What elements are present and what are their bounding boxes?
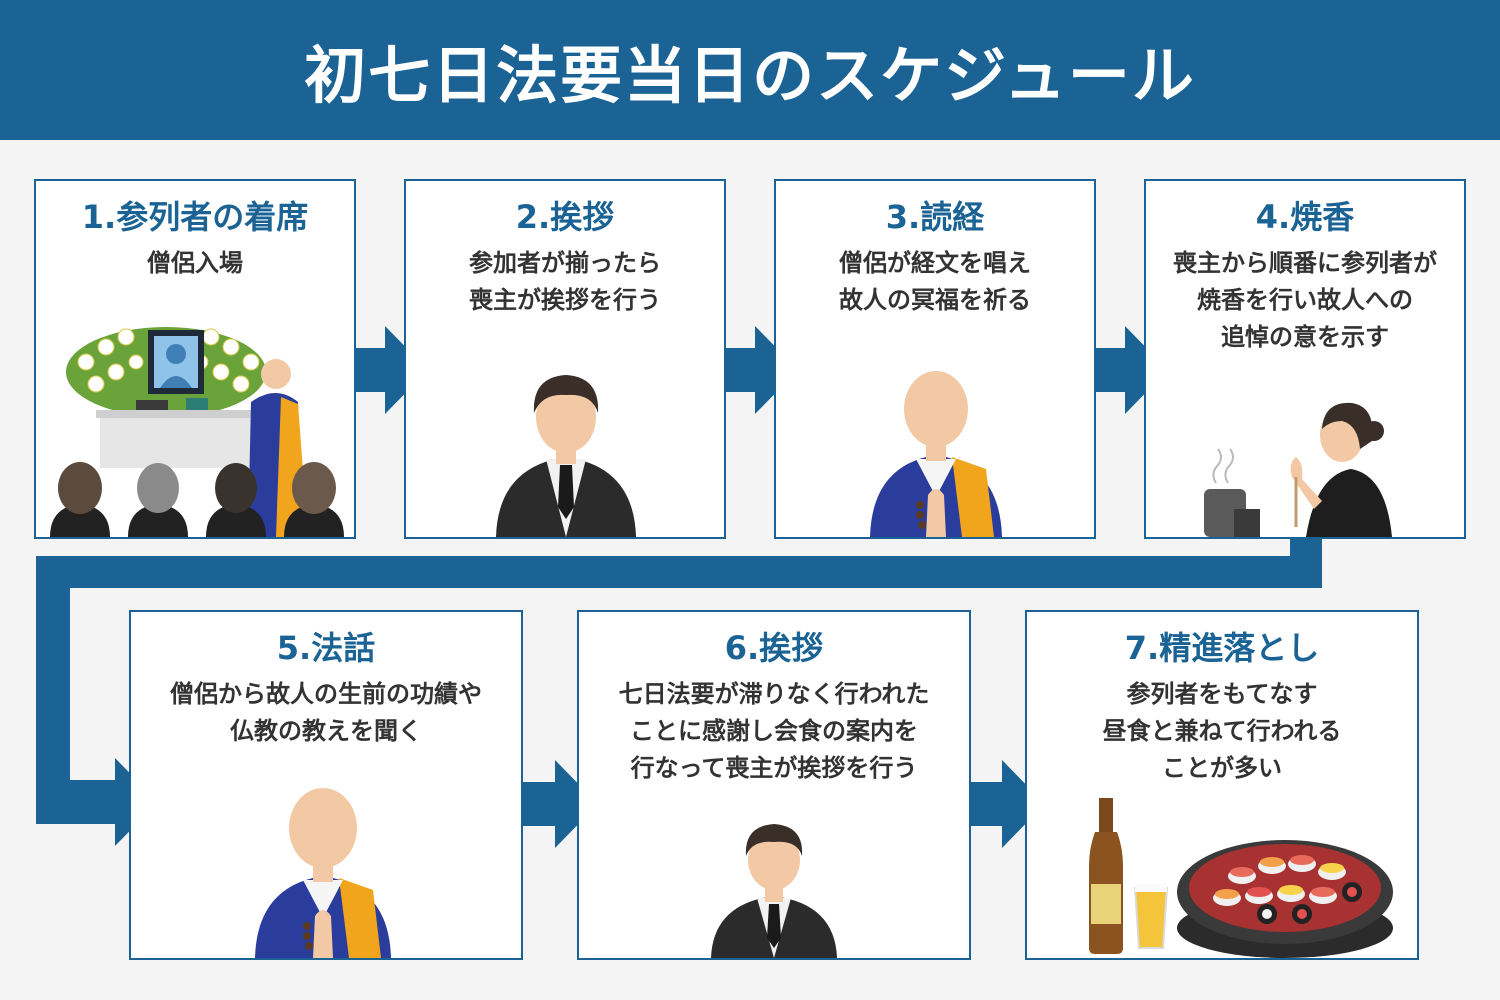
arrow-right-icon bbox=[962, 760, 1045, 848]
step-card-4: 4.焼香 喪主から順番に参列者が 焼香を行い故人への 追悼の意を示す bbox=[1144, 179, 1466, 539]
step-card-6: 6.挨拶 七日法要が滞りなく行われた ことに感謝し会食の案内を 行なって喪主が挨… bbox=[577, 610, 971, 960]
step-description: 七日法要が滞りなく行われた ことに感謝し会食の案内を 行なって喪主が挨拶を行う bbox=[579, 676, 969, 787]
step-title: 4.焼香 bbox=[1255, 198, 1355, 236]
header-banner: 初七日法要当日のスケジュール bbox=[0, 0, 1500, 140]
page-title: 初七日法要当日のスケジュール bbox=[304, 39, 1196, 112]
step-card-5: 5.法話 僧侶から故人の生前の功績や 仏教の教えを聞く bbox=[129, 610, 523, 960]
step-card-2: 2.挨拶 参加者が揃ったら 喪主が挨拶を行う bbox=[404, 179, 726, 539]
step-description-line: 行なって喪主が挨拶を行う bbox=[630, 754, 918, 782]
step-description-line: 追悼の意を示す bbox=[1221, 323, 1389, 351]
man-in-black-suit-icon bbox=[496, 375, 636, 537]
step-description: 参列者をもてなす 昼食と兼ねて行われる ことが多い bbox=[1027, 676, 1417, 787]
arrow-right-icon bbox=[515, 760, 598, 848]
arrow-right-icon bbox=[1085, 326, 1168, 414]
step-description-line: 参加者が揃ったら bbox=[469, 249, 661, 277]
arrow-right-icon bbox=[345, 326, 428, 414]
step-title: 3.読経 bbox=[885, 198, 985, 236]
step-description-line: 僧侶から故人の生前の功績や bbox=[170, 680, 482, 708]
step-title: 2.挨拶 bbox=[515, 198, 615, 236]
praying-monk-icon bbox=[255, 788, 391, 958]
praying-monk-icon bbox=[870, 371, 1002, 537]
step-card-1: 1.参列者の着席 僧侶入場 bbox=[34, 179, 356, 539]
step-description-line: 僧侶入場 bbox=[147, 249, 243, 277]
step-description-line: ことが多い bbox=[1162, 754, 1282, 782]
step-description: 参加者が揃ったら 喪主が挨拶を行う bbox=[406, 245, 724, 319]
step-description-line: 昼食と兼ねて行われる bbox=[1102, 717, 1342, 745]
step-description: 僧侶から故人の生前の功績や 仏教の教えを聞く bbox=[131, 676, 521, 750]
sake-bottle-beer-and-sushi-icon bbox=[1089, 798, 1393, 958]
step-description-line: 参列者をもてなす bbox=[1126, 680, 1318, 708]
step-description-line: 僧侶が経文を唱え bbox=[839, 249, 1031, 277]
step-title: 5.法話 bbox=[276, 629, 376, 667]
step-description-line: 喪主から順番に参列者が bbox=[1173, 249, 1437, 277]
row-wrap-connector bbox=[36, 535, 1322, 846]
step-title: 7.精進落とし bbox=[1124, 629, 1320, 667]
step-description: 喪主から順番に参列者が 焼香を行い故人への 追悼の意を示す bbox=[1146, 245, 1464, 356]
step-card-3: 3.読経 僧侶が経文を唱え 故人の冥福を祈る bbox=[774, 179, 1096, 539]
step-description-line: ことに感謝し会食の案内を bbox=[630, 717, 918, 745]
man-in-black-suit-icon bbox=[711, 824, 837, 958]
step-description-line: 仏教の教えを聞く bbox=[230, 717, 422, 745]
funeral-altar-with-monk-and-mourners-icon bbox=[50, 327, 344, 537]
step-card-7: 7.精進落とし 参列者をもてなす 昼食と兼ねて行われる ことが多い bbox=[1025, 610, 1419, 960]
step-description: 僧侶が経文を唱え 故人の冥福を祈る bbox=[776, 245, 1094, 319]
step-description-line: 故人の冥福を祈る bbox=[839, 286, 1031, 314]
step-description-line: 七日法要が滞りなく行われた bbox=[618, 680, 930, 708]
arrow-right-icon bbox=[715, 326, 798, 414]
step-description-line: 焼香を行い故人への bbox=[1197, 286, 1413, 314]
step-description: 僧侶入場 bbox=[36, 245, 354, 282]
woman-offering-incense-icon bbox=[1204, 402, 1392, 537]
step-description-line: 喪主が挨拶を行う bbox=[469, 286, 661, 314]
step-title: 6.挨拶 bbox=[724, 629, 824, 667]
step-title: 1.参列者の着席 bbox=[81, 198, 309, 236]
